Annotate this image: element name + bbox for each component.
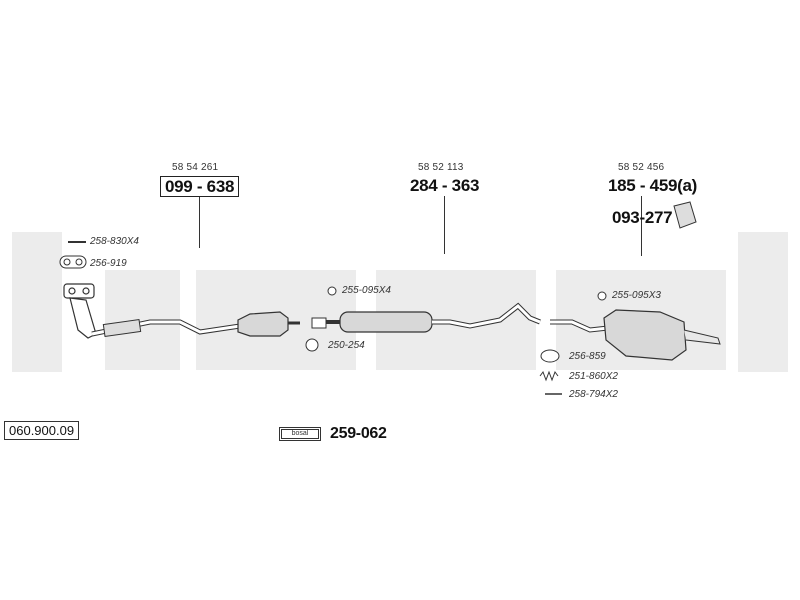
bosal-logo-text: bosal — [281, 429, 319, 439]
badge-part-number: 259-062 — [330, 425, 387, 442]
middle-oe-number: 58 52 113 — [418, 162, 464, 173]
front-part-number: 099 - 638 — [160, 176, 240, 197]
clamp-ring-icon — [305, 338, 319, 352]
rear-sub-part-number: 093-277 — [612, 208, 673, 227]
watermark-block — [12, 232, 62, 372]
rear-oe-number: 58 52 456 — [618, 162, 665, 173]
middle-part-number: 284 - 363 — [410, 176, 480, 195]
accessory-label-a3: 255-095X4 — [342, 285, 391, 296]
clamp-icon — [597, 291, 607, 301]
rear-part-number: 185 - 459(a) — [608, 176, 698, 195]
bosal-logo: bosal — [279, 427, 321, 441]
watermark-block — [738, 232, 788, 372]
spring-icon — [539, 370, 559, 382]
front-oe-number: 58 54 261 — [172, 162, 219, 173]
ring-gasket-icon — [540, 349, 560, 363]
accessory-label-a6: 256-859 — [569, 351, 606, 362]
accessory-label-a4: 250-254 — [328, 340, 365, 351]
rear-silencer-assembly — [550, 309, 721, 361]
accessory-label-a1: 258-830X4 — [90, 236, 139, 247]
accessory-label-a2: 256-919 — [90, 258, 127, 269]
accessory-label-a7: 251-860X2 — [569, 371, 618, 382]
middle-silencer-assembly — [311, 302, 541, 333]
rear-leader-line — [641, 196, 642, 256]
reference-number: 060.900.09 — [4, 421, 80, 440]
flex-section — [102, 318, 142, 338]
front-manifold — [63, 283, 97, 339]
accessory-label-a5: 255-095X3 — [612, 290, 661, 301]
catalytic-converter — [237, 311, 289, 337]
accessory-label-a8: 258-794X2 — [569, 389, 618, 400]
middle-leader-line — [444, 196, 445, 254]
clamp-icon — [327, 286, 337, 296]
front-leader-line — [199, 196, 200, 248]
